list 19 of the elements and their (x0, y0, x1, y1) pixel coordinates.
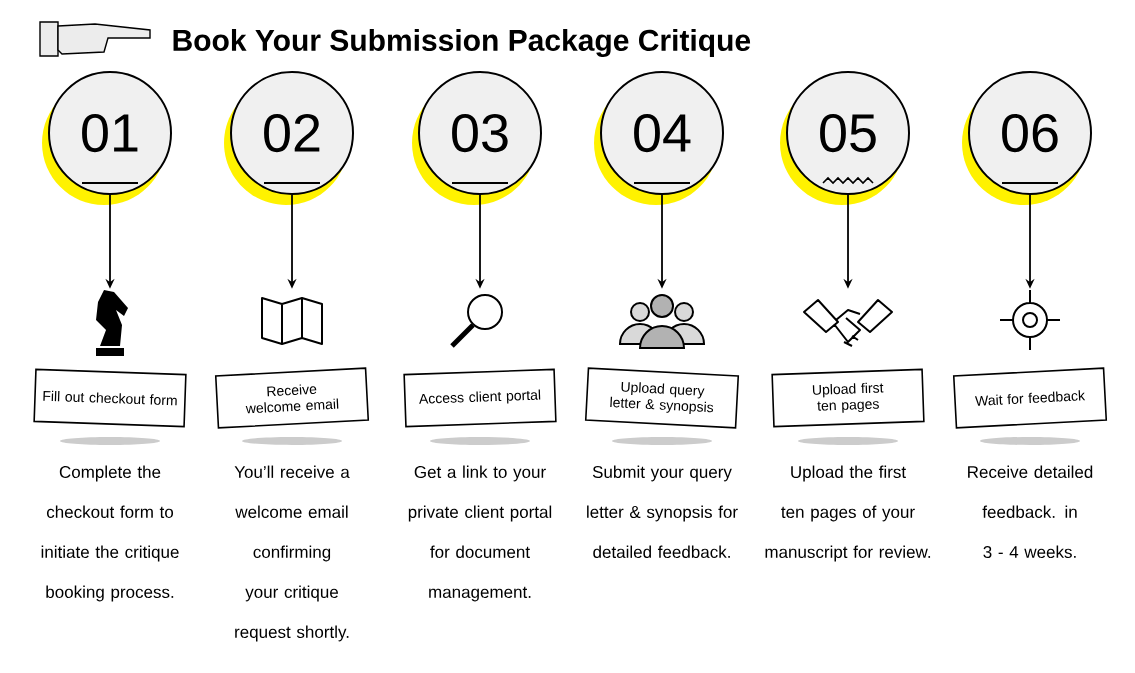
step-card: Wait for feedback (952, 367, 1108, 429)
map-icon (261, 297, 323, 345)
step-description: Upload the first ten pages of your manuscript for review. (765, 465, 931, 562)
chess-knight-icon (96, 290, 128, 356)
handshake-icon (803, 299, 893, 347)
magnifier-icon (450, 294, 503, 348)
group-icon (619, 294, 705, 349)
step-description: Complete the checkout form to initiate the critique booking process. (41, 465, 179, 602)
target-icon (999, 289, 1061, 351)
step-description: You’ll receive a welcome email confirming your critique request shortly. (234, 465, 350, 642)
step-card: Upload first ten pages (771, 368, 925, 428)
title: Book Your Submission Package Critique (173, 28, 751, 58)
step-card: Access client portal (403, 368, 557, 428)
step-description: Get a link to your private client portal for document management. (408, 465, 552, 602)
step-card: Fill out checkout form (33, 368, 187, 428)
step-description: Submit your query letter & synopsis for detailed feedback. (587, 465, 738, 559)
step-card: Upload query letter & synopsis (584, 367, 740, 429)
step-card: Receive welcome email (214, 367, 370, 429)
step-description: Receive detailed feedback. in 3 - 4 weeks. (968, 465, 1093, 559)
